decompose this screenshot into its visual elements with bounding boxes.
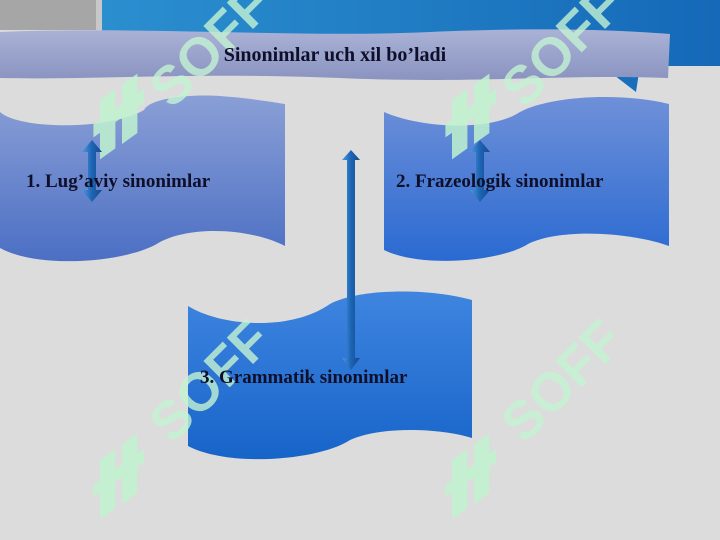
arrow-center — [342, 150, 360, 370]
arrow-box1 — [82, 140, 102, 202]
scroll-shape-1 — [0, 95, 285, 262]
header-gray-block — [0, 0, 100, 30]
title-banner — [0, 29, 670, 80]
box-2-label: 2. Frazeologik sinonimlar — [396, 171, 604, 192]
watermark-text-4: SOFF — [490, 309, 634, 453]
scroll-shape-3 — [188, 291, 472, 460]
diagram-title: Sinonimlar uch xil bo’ladi — [223, 44, 447, 66]
header-gray-edge — [96, 0, 102, 30]
box-3-label: 3. Grammatik sinonimlar — [200, 367, 408, 388]
watermark-mark-4 — [445, 433, 496, 520]
watermark-mark-3 — [93, 433, 144, 520]
arrow-box2 — [470, 140, 490, 202]
box-1-label: 1. Lug’aviy sinonimlar — [26, 171, 211, 192]
